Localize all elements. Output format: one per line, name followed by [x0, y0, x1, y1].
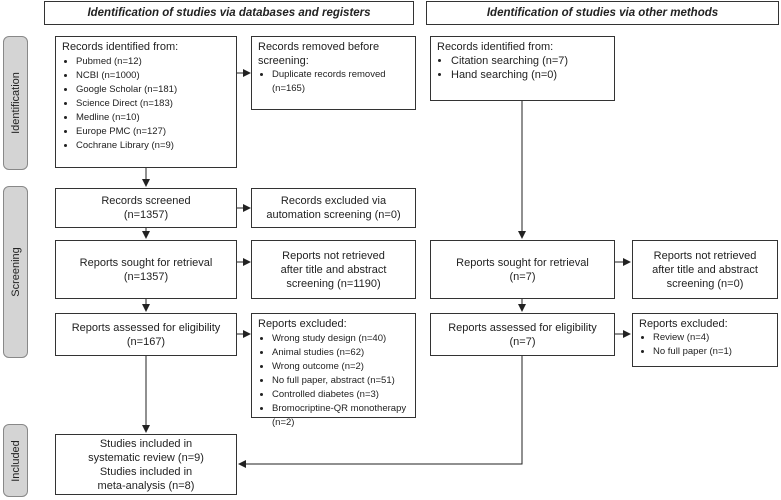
reports-not-retrieved-box: Reports not retrieved after title and ab…	[251, 240, 416, 299]
list-item: Animal studies (n=62)	[272, 346, 409, 360]
list-item: Hand searching (n=0)	[451, 68, 608, 82]
other-reports-not-retrieved-box: Reports not retrieved after title and ab…	[632, 240, 778, 299]
reports-assessed-box: Reports assessed for eligibility (n=167)	[55, 313, 237, 356]
list-item: Wrong study design (n=40)	[272, 332, 409, 346]
other-reports-excluded-title: Reports excluded:	[639, 318, 728, 330]
reports-not-retrieved-line2: after title and abstract	[280, 263, 387, 276]
records-removed-title-1: Records removed before	[258, 41, 380, 53]
included-line3: Studies included in	[99, 465, 193, 478]
included-line2: systematic review (n=9)	[88, 451, 204, 464]
records-removed-box: Records removed before screening: Duplic…	[251, 36, 416, 110]
phase-identification: Identification	[3, 36, 28, 170]
records-identified-box: Records identified from: Pubmed (n=12) N…	[55, 36, 237, 168]
records-identified-list: Pubmed (n=12) NCBI (n=1000) Google Schol…	[62, 55, 230, 153]
studies-included-box: Studies included in systematic review (n…	[55, 434, 237, 495]
other-records-identified-list: Citation searching (n=7) Hand searching …	[437, 54, 608, 82]
reports-not-retrieved-line3: screening (n=1190)	[286, 277, 381, 290]
reports-excluded-list: Wrong study design (n=40) Animal studies…	[258, 332, 409, 430]
list-item: Wrong outcome (n=2)	[272, 360, 409, 374]
phase-included: Included	[3, 424, 28, 497]
other-reports-not-retrieved-line1: Reports not retrieved	[653, 249, 757, 262]
list-item: Google Scholar (n=181)	[76, 83, 230, 97]
phase-screening: Screening	[3, 186, 28, 358]
records-removed-title-2: screening:	[258, 55, 309, 67]
list-item: No full paper (n=1)	[653, 345, 771, 359]
list-item: NCBI (n=1000)	[76, 69, 230, 83]
included-line1: Studies included in	[99, 437, 193, 450]
list-item: Bromocriptine-QR monotherapy (n=2)	[272, 402, 409, 430]
list-item: Cochrane Library (n=9)	[76, 139, 230, 153]
list-item: Science Direct (n=183)	[76, 97, 230, 111]
list-item: Review (n=4)	[653, 331, 771, 345]
other-reports-assessed-line2: (n=7)	[509, 335, 536, 348]
reports-sought-line1: Reports sought for retrieval	[79, 256, 213, 269]
reports-excluded-title: Reports excluded:	[258, 318, 347, 330]
list-item: Citation searching (n=7)	[451, 54, 608, 68]
records-screened-line1: Records screened	[101, 195, 191, 207]
records-identified-title: Records identified from:	[62, 41, 179, 53]
records-screened-box: Records screened (n=1357)	[55, 188, 237, 228]
other-reports-sought-line1: Reports sought for retrieval	[456, 256, 589, 269]
list-item: Controlled diabetes (n=3)	[272, 388, 409, 402]
other-reports-not-retrieved-line3: screening (n=0)	[666, 277, 744, 290]
reports-assessed-line2: (n=167)	[126, 335, 166, 348]
records-screened-line2: (n=1357)	[123, 209, 169, 221]
reports-excluded-box: Reports excluded: Wrong study design (n=…	[251, 313, 416, 428]
other-reports-excluded-box: Reports excluded: Review (n=4) No full p…	[632, 313, 778, 367]
records-excluded-line2: automation screening (n=0)	[266, 209, 401, 221]
other-reports-assessed-box: Reports assessed for eligibility (n=7)	[430, 313, 615, 356]
arrow-other-to-included	[238, 356, 523, 468]
other-reports-sought-line2: (n=7)	[509, 270, 536, 283]
records-excluded-line1: Records excluded via	[280, 195, 387, 207]
included-line4: meta-analysis (n=8)	[97, 479, 195, 492]
other-records-identified-box: Records identified from: Citation search…	[430, 36, 615, 101]
other-records-identified-title: Records identified from:	[437, 41, 554, 53]
list-item: No full paper, abstract (n=51)	[272, 374, 409, 388]
records-removed-list: Duplicate records removed (n=165)	[258, 68, 409, 96]
reports-assessed-line1: Reports assessed for eligibility	[71, 321, 221, 334]
other-reports-not-retrieved-line2: after title and abstract	[652, 263, 758, 276]
reports-sought-line2: (n=1357)	[123, 270, 169, 283]
list-item: Duplicate records removed (n=165)	[272, 68, 409, 96]
header-other-methods: Identification of studies via other meth…	[426, 1, 779, 25]
other-reports-sought-box: Reports sought for retrieval (n=7)	[430, 240, 615, 299]
list-item: Pubmed (n=12)	[76, 55, 230, 69]
header-databases: Identification of studies via databases …	[44, 1, 414, 25]
list-item: Europe PMC (n=127)	[76, 125, 230, 139]
reports-sought-box: Reports sought for retrieval (n=1357)	[55, 240, 237, 299]
records-excluded-box: Records excluded via automation screenin…	[251, 188, 416, 228]
reports-not-retrieved-line1: Reports not retrieved	[282, 249, 385, 262]
other-reports-excluded-list: Review (n=4) No full paper (n=1)	[639, 331, 771, 359]
list-item: Medline (n=10)	[76, 111, 230, 125]
other-reports-assessed-line1: Reports assessed for eligibility	[448, 321, 597, 334]
